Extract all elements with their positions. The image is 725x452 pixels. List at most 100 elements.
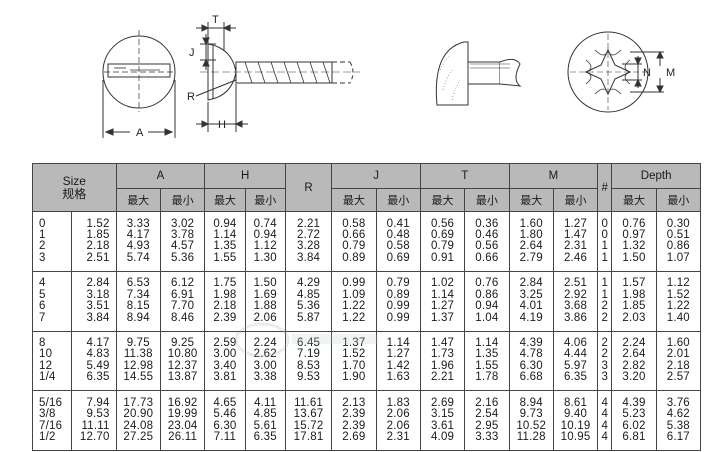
phillips-head-top-view bbox=[567, 31, 664, 113]
j-header: J bbox=[331, 163, 421, 189]
t-max-header: 最大 bbox=[419, 188, 466, 212]
dim-label-m: M bbox=[666, 67, 675, 79]
depth-header: Depth bbox=[611, 163, 701, 189]
h-header: H bbox=[204, 163, 286, 189]
dim-label-r: R bbox=[187, 91, 195, 103]
hash-header: # bbox=[597, 163, 613, 212]
m-header: M bbox=[508, 163, 599, 189]
dim-label-n: N bbox=[643, 67, 651, 79]
j-max-header: 最大 bbox=[331, 188, 377, 212]
dim-label-j: J bbox=[189, 47, 195, 59]
a-min-header: 最小 bbox=[159, 188, 206, 212]
t-header: T bbox=[419, 163, 510, 189]
dim-label-a: A bbox=[136, 127, 144, 139]
m-max-header: 最大 bbox=[508, 188, 554, 212]
r-header: R bbox=[284, 163, 333, 212]
h-max-header: 最大 bbox=[204, 188, 246, 212]
a-header: A bbox=[115, 163, 206, 189]
technical-drawings: A T J R H N M bbox=[102, 14, 675, 139]
j-min-header: 最小 bbox=[375, 188, 421, 212]
m-min-header: 最小 bbox=[552, 188, 599, 212]
h-min-header: 最小 bbox=[244, 188, 286, 212]
a-max-header: 最大 bbox=[115, 188, 161, 212]
depth-min-header: 最小 bbox=[655, 188, 702, 212]
slotted-head-top-view bbox=[102, 30, 176, 138]
screw-side-view bbox=[195, 22, 360, 132]
dim-label-t: T bbox=[212, 14, 219, 26]
depth-max-header: 最大 bbox=[611, 188, 657, 212]
dim-label-h: H bbox=[218, 119, 226, 131]
t-min-header: 最小 bbox=[464, 188, 510, 212]
